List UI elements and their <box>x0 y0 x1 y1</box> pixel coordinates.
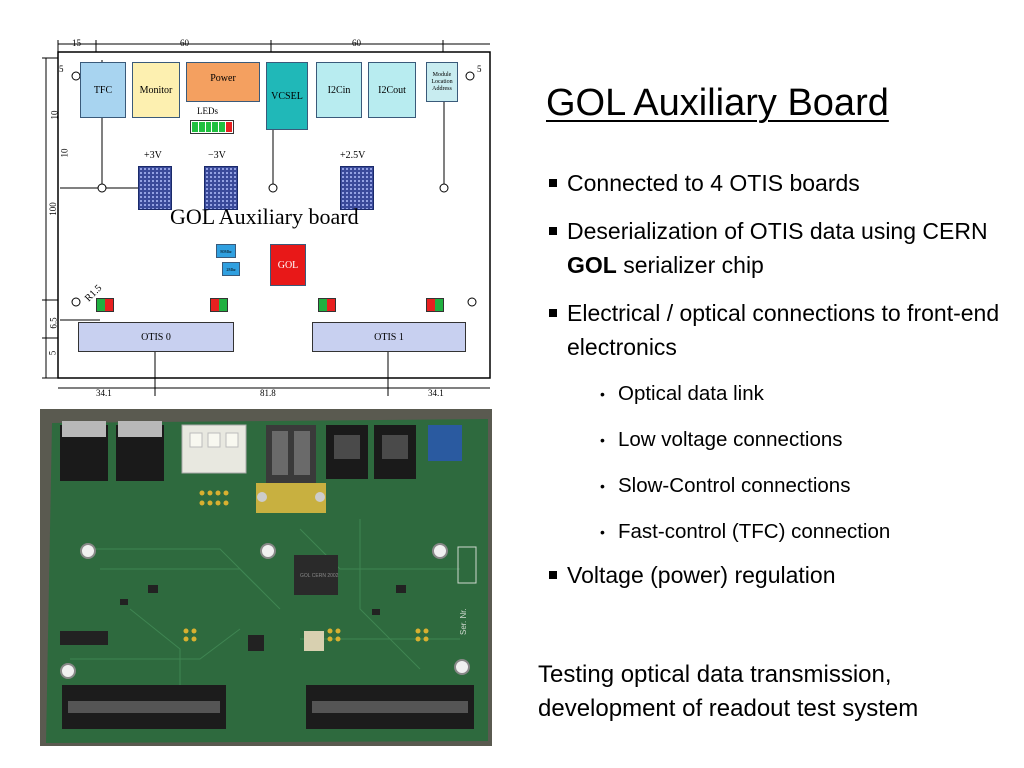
bullet-list: Connected to 4 OTIS boards Deserializati… <box>548 166 1008 606</box>
board-photo: GOL CERN 2002 Ser. Nr. <box>40 409 492 746</box>
connector-1 <box>96 298 114 312</box>
regulator-plus-2-5v <box>340 166 374 210</box>
sub-bullet-low-voltage: Low voltage connections <box>548 428 1008 452</box>
bottom-dim-1: 34.1 <box>96 388 112 398</box>
schematic-lines <box>42 40 491 396</box>
bullet-text: Voltage (power) regulation <box>567 562 836 588</box>
module-location-block: Module Location Address <box>426 62 458 102</box>
bullet-deserialization: Deserialization of OTIS data using CERN … <box>548 214 1008 282</box>
monitor-block: Monitor <box>132 62 180 118</box>
side-dim-100: 100 <box>47 202 58 216</box>
i2c-in-block: I2Cin <box>316 62 362 118</box>
connector-4 <box>426 298 444 312</box>
leds-label: LEDs <box>197 106 218 116</box>
regulator-minus-3v <box>204 166 238 210</box>
otis-0-connector: OTIS 0 <box>78 322 234 352</box>
slide-title: GOL Auxiliary Board <box>546 82 889 124</box>
bullet-text-tail: serializer chip <box>616 252 764 278</box>
top-dim-3: 60 <box>352 38 361 48</box>
photo-serial-label: Ser. Nr. <box>459 608 468 635</box>
bottom-dim-3: 34.1 <box>428 388 444 398</box>
bullet-bold-gol: GOL <box>567 252 617 278</box>
top-dim-2: 60 <box>180 38 189 48</box>
bullet-text: Connected to 4 OTIS boards <box>567 170 860 196</box>
side-dim-right: 5 <box>477 64 482 74</box>
label-plus-3v: +3V <box>144 150 162 161</box>
photo-chip-text: GOL CERN 2002 <box>300 573 339 579</box>
side-dim-10a: 10 <box>49 110 60 120</box>
power-block: Power <box>186 62 260 102</box>
regulator-plus-3v <box>138 166 172 210</box>
sub-bullet-optical: Optical data link <box>548 382 1008 406</box>
schematic-board-label: GOL Auxiliary board <box>170 204 359 229</box>
clock-80mhz: 80Mhz <box>216 244 236 258</box>
connector-3 <box>318 298 336 312</box>
leds-strip <box>190 120 234 134</box>
footer-text: Testing optical data transmission, devel… <box>538 661 919 722</box>
bottom-dim-2: 81.8 <box>260 388 276 398</box>
sub-bullet-slow-control: Slow-Control connections <box>548 474 1008 498</box>
otis-1-connector: OTIS 1 <box>312 322 466 352</box>
label-plus-2-5v: +2.5V <box>340 150 366 161</box>
vcsel-block: VCSEL <box>266 62 308 130</box>
side-dim-10b: 10 <box>59 148 70 158</box>
top-dim-1: 15 <box>72 38 81 48</box>
bullet-connections: Electrical / optical connections to fron… <box>548 296 1008 364</box>
tfc-block: TFC <box>80 62 126 118</box>
side-dim-5: 5 <box>47 350 58 356</box>
i2c-out-block: I2Cout <box>368 62 416 118</box>
sub-bullet-fast-control: Fast-control (TFC) connection <box>548 520 1008 544</box>
side-dim-6-5: 6.5 <box>48 317 59 329</box>
bullet-text: Deserialization of OTIS data using CERN <box>567 218 1001 244</box>
gol-chip: GOL <box>270 244 306 286</box>
board-schematic: 15 60 60 5 5 10 100 10 6.5 5 TFC Monitor… <box>40 38 492 400</box>
connector-2 <box>210 298 228 312</box>
clock-2mhz: 2Mhz <box>222 262 240 276</box>
bullet-otis-boards: Connected to 4 OTIS boards <box>548 166 1008 200</box>
side-dim-left: 5 <box>59 64 64 74</box>
board-photo-illustration: GOL CERN 2002 Ser. Nr. <box>40 409 492 746</box>
bullet-voltage: Voltage (power) regulation <box>548 558 1008 592</box>
label-minus-3v: −3V <box>208 150 226 161</box>
bullet-text: Electrical / optical connections to fron… <box>567 300 1000 360</box>
